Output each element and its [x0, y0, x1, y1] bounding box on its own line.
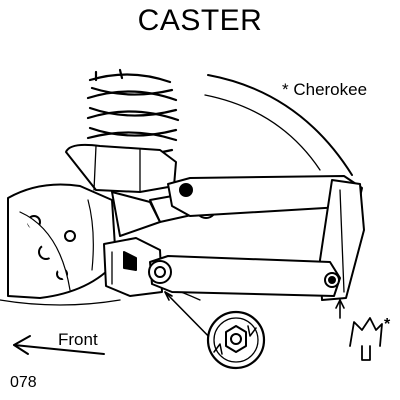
tool-marker: *	[384, 316, 391, 333]
front-arrow	[13, 335, 105, 355]
special-tool-icon	[349, 317, 383, 361]
coil-spring	[86, 68, 180, 156]
lower-control-arm	[148, 255, 341, 297]
cam-bolt-detail	[206, 310, 266, 370]
front-label: Front	[58, 330, 98, 349]
figure-number: 078	[10, 374, 37, 391]
model-note: * Cherokee	[282, 80, 368, 99]
diagram-title: CASTER	[137, 4, 263, 37]
fender-arc	[207, 74, 353, 176]
